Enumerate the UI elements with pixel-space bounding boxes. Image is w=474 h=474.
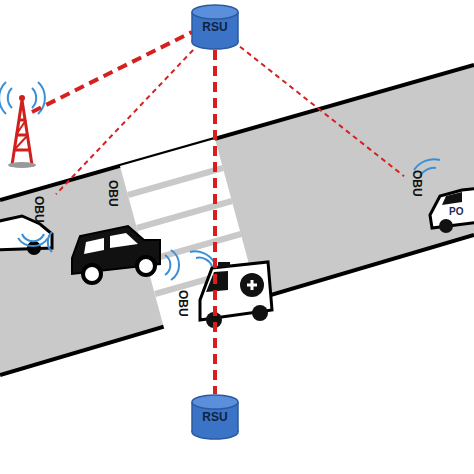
rsu-node: RSU (190, 4, 240, 50)
obu-node: OBU (170, 280, 200, 336)
backhaul-link (32, 32, 192, 112)
wireless-link (213, 50, 217, 394)
obu-node: OBU (100, 170, 130, 224)
obu-node: OBU (404, 160, 434, 216)
obu-label: OBU (32, 196, 46, 223)
obu-node: OBU (26, 192, 56, 228)
rsu-label: RSU (190, 20, 240, 34)
road-edge (0, 65, 474, 200)
cell-tower (0, 82, 45, 168)
wireless-link (56, 50, 193, 194)
vehicle-marking: PO (449, 206, 463, 217)
obu-label: OBU (106, 180, 120, 207)
rsu-label: RSU (190, 410, 240, 424)
wireless-link (240, 47, 404, 176)
obu-label: OBU (176, 290, 190, 317)
ambulance (190, 251, 272, 328)
suv (48, 226, 179, 283)
road (0, 65, 474, 375)
rsu-node: RSU (190, 394, 240, 440)
obu-label: OBU (410, 170, 424, 197)
